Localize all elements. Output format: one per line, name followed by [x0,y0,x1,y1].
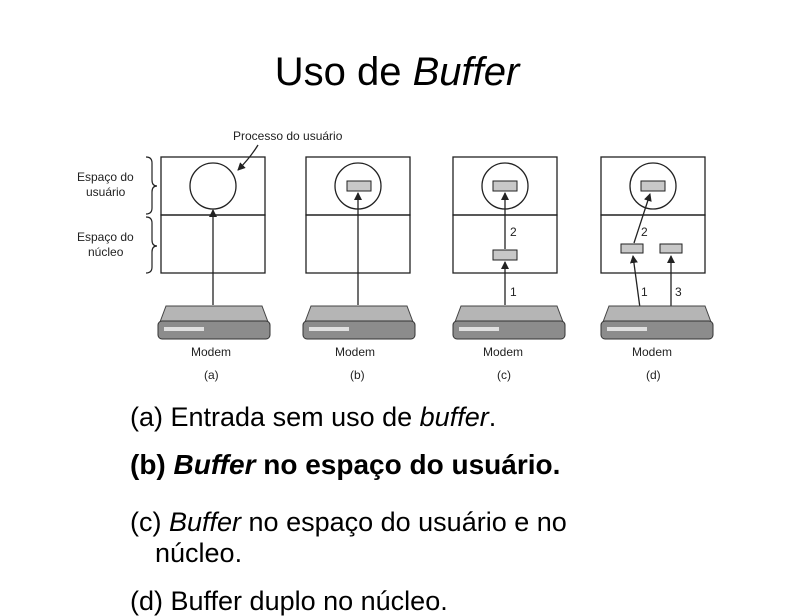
kernel-space-brace [145,216,158,274]
user-space-box [160,156,266,216]
step-label-2: 2 [641,225,648,239]
modem-label: Modem [632,345,672,359]
caption-c-line2: núcleo. [155,538,243,568]
modem-label: Modem [483,345,523,359]
user-buffer [640,180,666,192]
caption-b-prefix: (b) [130,449,174,480]
modem-icon [452,305,566,340]
kernel-space-label-line1: Espaço do [77,230,134,244]
user-space-label-line2: usuário [86,185,126,199]
process-label: Processo do usuário [233,129,343,143]
caption-b-rest: no espaço do usuário. [255,449,561,480]
copy-arrow [633,193,652,244]
title-plain: Uso de [274,50,413,94]
modem-icon [157,305,271,340]
step-label-2: 2 [510,225,517,239]
panel-a: Modem (a) [157,156,271,382]
user-space-brace [145,156,158,215]
panel-c: 2 1 Modem (c) [452,156,566,382]
buffering-diagram: Processo do usuário Espaço do usuário Es… [77,129,714,382]
caption-a-text: (a) Entrada sem uso de [130,402,420,432]
modem-label: Modem [335,345,375,359]
caption-c-prefix: (c) [130,507,169,537]
slide-title: Uso de Buffer [0,46,794,98]
kernel-buffer [492,249,518,261]
panel-d: 2 1 3 Modem (d) [600,156,714,382]
user-process-circle [189,162,237,210]
kernel-buffer-1 [620,243,644,254]
kernel-buffer-2 [659,243,683,254]
modem-icon [600,305,714,340]
caption-a: (a) Entrada sem uso de buffer. [130,402,496,432]
process-pointer-arrow [237,144,259,171]
panel-label: (b) [350,368,365,382]
panel-label: (a) [204,368,219,382]
caption-c-rest: no espaço do usuário e no [241,507,567,537]
modem-label: Modem [191,345,231,359]
user-buffer [346,180,372,192]
panel-label: (d) [646,368,661,382]
step-label-3: 3 [675,285,682,299]
user-buffer [492,180,518,192]
caption-b-italic: Buffer [173,449,256,480]
caption-a-end: . [488,402,497,432]
panel-label: (c) [497,368,511,382]
caption-b: (b) Buffer no espaço do usuário. [130,450,560,480]
caption-a-italic: buffer [419,402,489,432]
input-arrow-1 [629,255,641,309]
panel-b: Modem (b) [302,156,416,382]
user-process-circle [629,162,677,210]
caption-c: (c) Buffer no espaço do usuário e no [130,507,567,537]
modem-icon [302,305,416,340]
title-italic: Buffer [412,50,520,94]
caption-c-italic: Buffer [168,507,242,537]
kernel-space-label-line2: núcleo [88,245,124,259]
user-space-label-line1: Espaço do [77,170,134,184]
caption-d-partial: (d) Buffer duplo no núcleo. [130,586,448,616]
step-label-1: 1 [641,285,648,299]
step-label-1: 1 [510,285,517,299]
kernel-space-box [600,214,706,274]
